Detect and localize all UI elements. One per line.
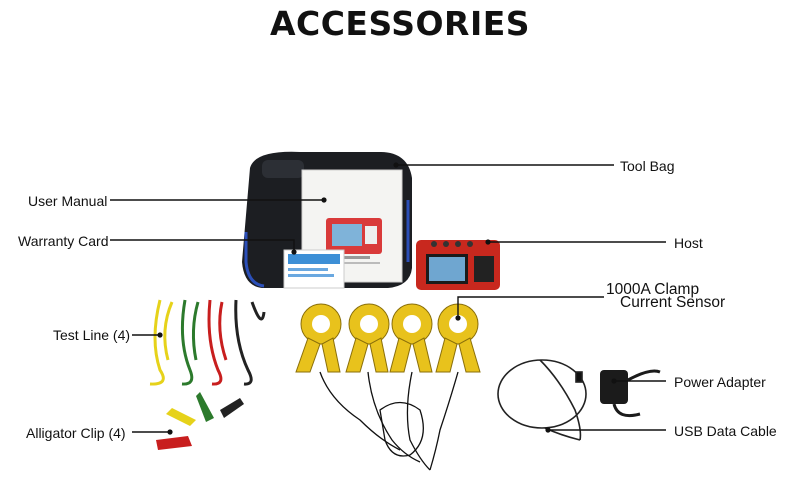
host-device-image [416,240,500,290]
leader-lines [110,164,666,433]
alligator-clips-image [156,392,244,450]
page-title: ACCESSORIES [269,4,531,43]
warranty-card-label: Warranty Card [18,233,109,249]
usb-cable-image [497,359,587,441]
user-manual-image [301,169,403,283]
usb-cable-label: USB Data Cable [674,423,777,439]
alligator-clip-label: Alligator Clip (4) [26,425,126,441]
clamp-label-line2: Current Sensor [620,294,726,311]
clamp-label-line1: 1000A Clamp [606,281,700,298]
test-line-label: Test Line (4) [53,327,131,343]
host-label: Host [674,235,703,251]
user-manual-label: User Manual [28,193,108,209]
power-adapter-image [600,369,661,418]
power-adapter-label: Power Adapter [674,374,766,390]
test-leads-image [149,299,266,386]
clamp-sensors-image [295,303,481,471]
warranty-card-image [283,249,345,289]
tool-bag-label: Tool Bag [620,158,675,174]
